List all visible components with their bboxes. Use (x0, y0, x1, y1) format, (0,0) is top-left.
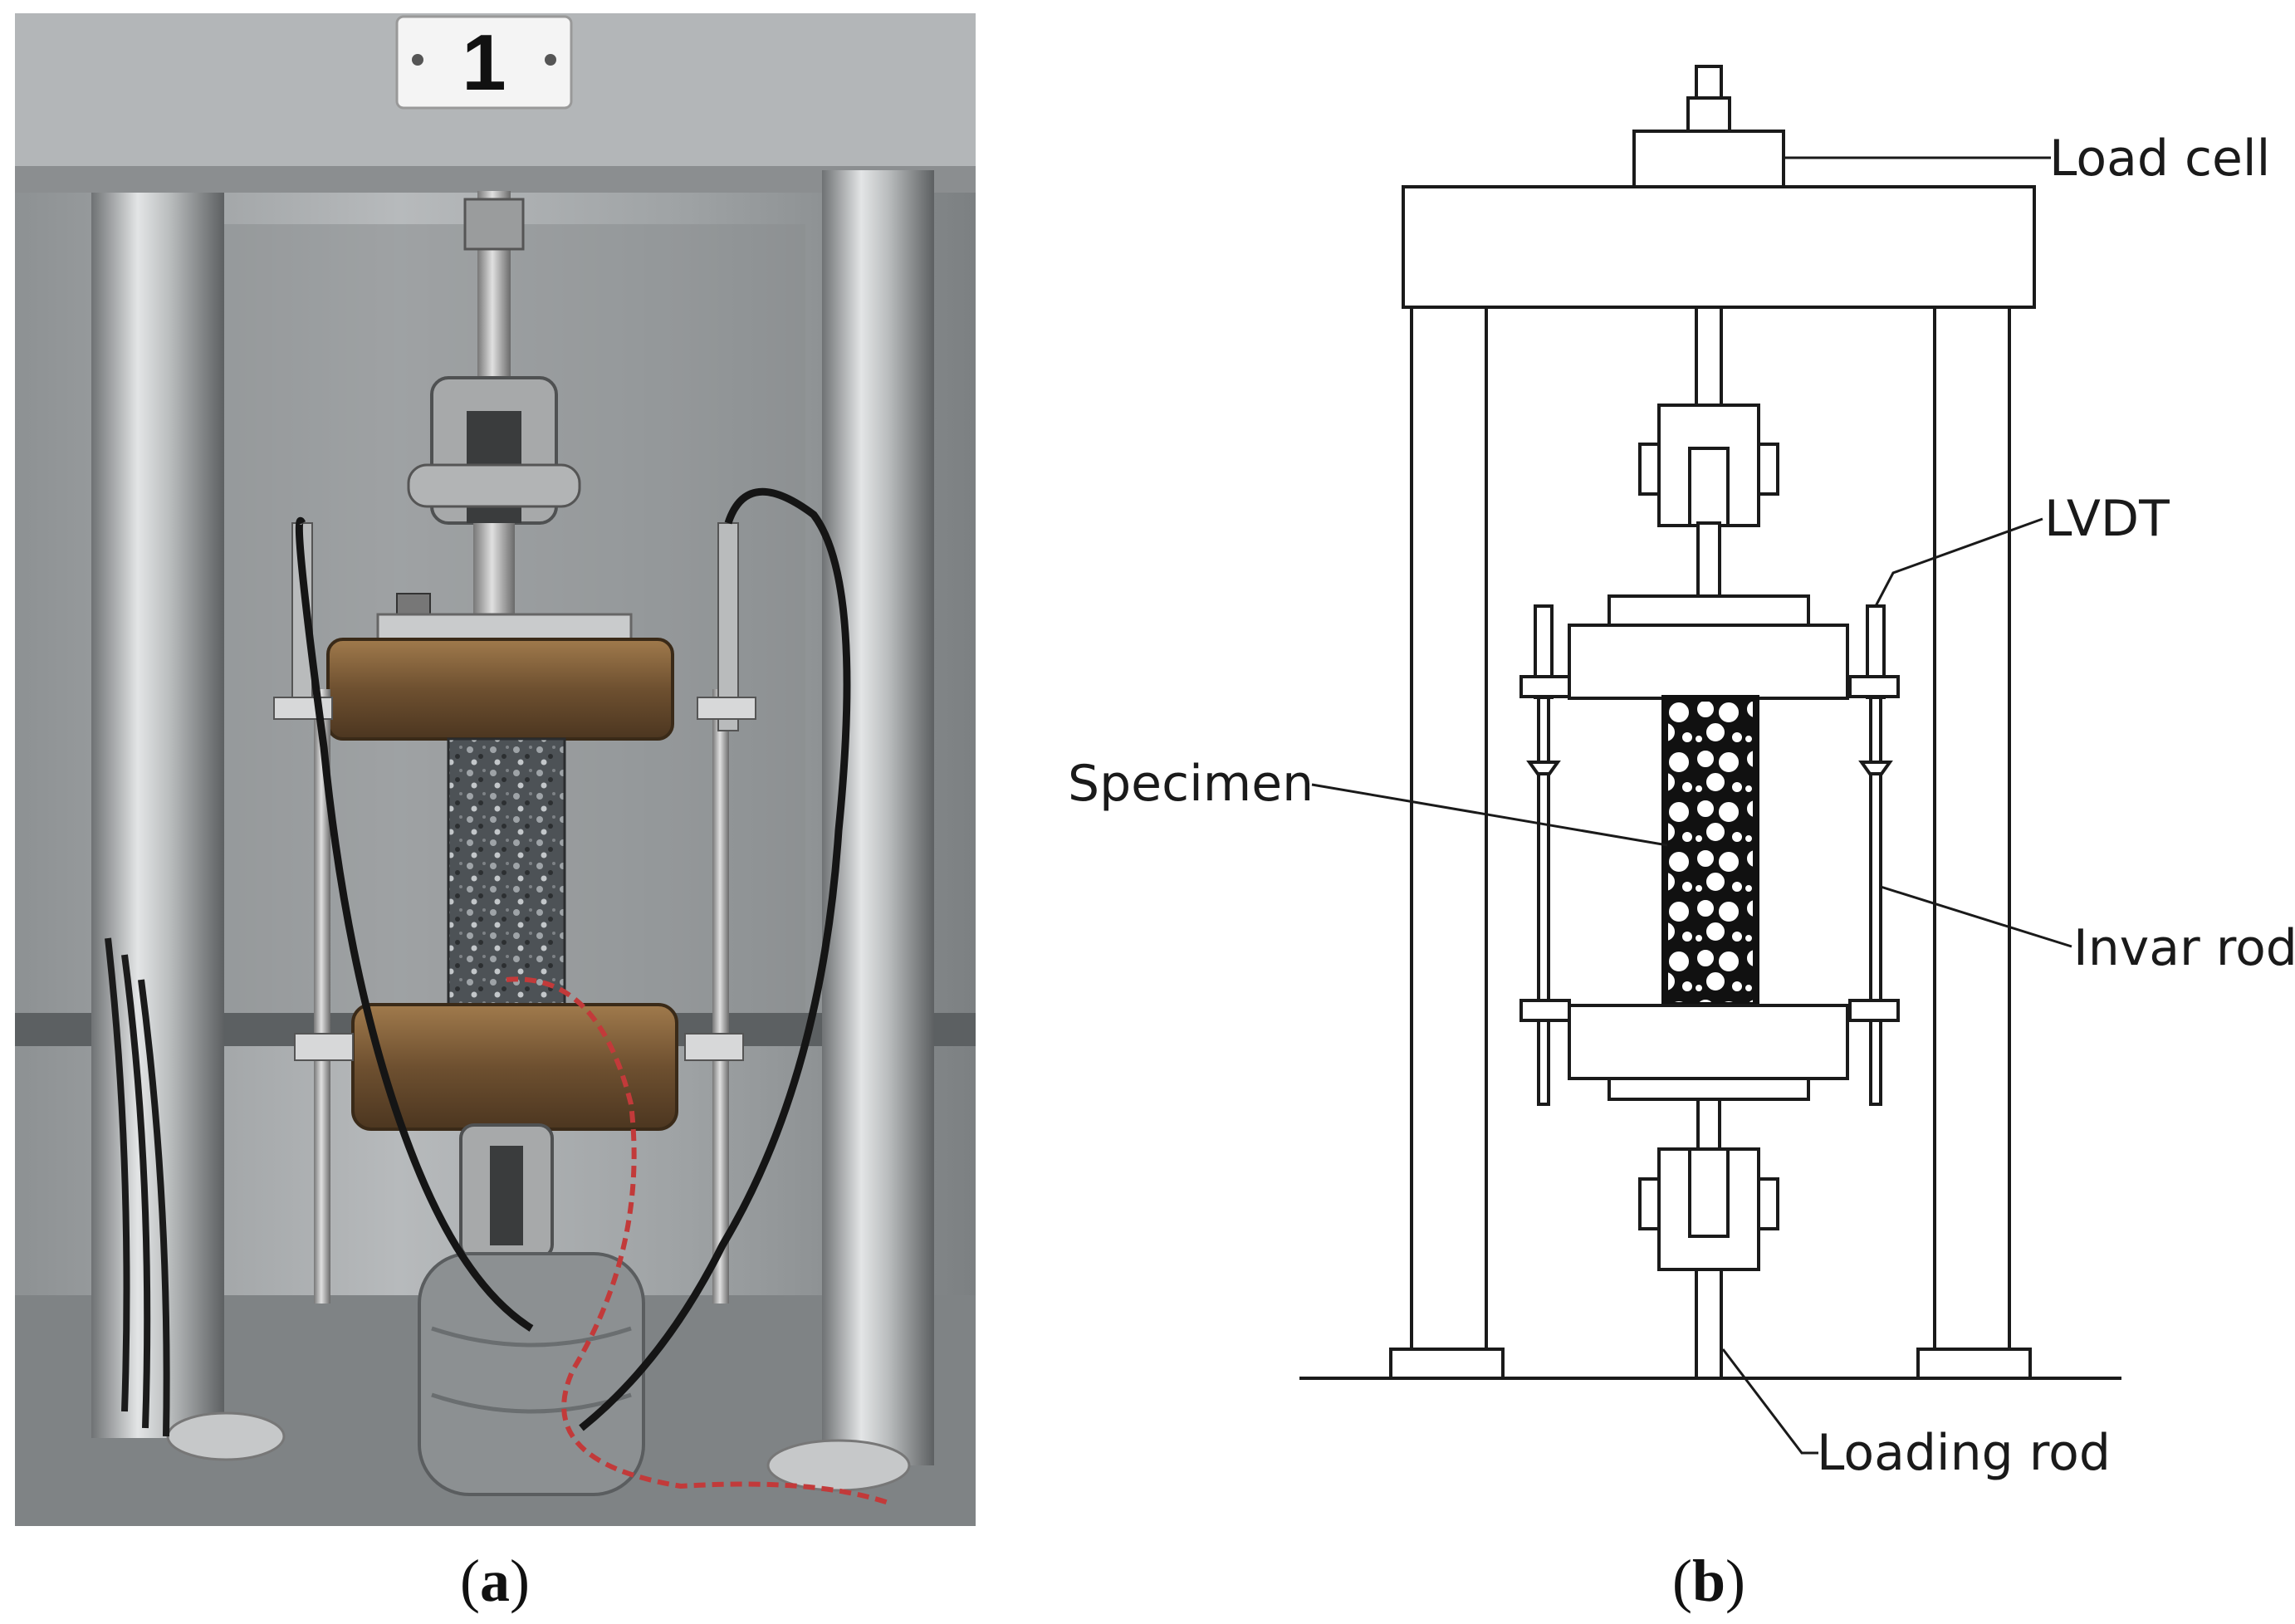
right-column (1933, 306, 2011, 1351)
upper-link (1696, 521, 1721, 598)
plate-screw-icon (545, 54, 556, 66)
left-column (1410, 306, 1488, 1351)
photo-lvdt-right (717, 522, 739, 731)
leader-loading-rod (1721, 1348, 1818, 1455)
caption-a-letter: a (480, 1548, 510, 1614)
leader-invar-rod (1880, 885, 2072, 948)
top-platen (326, 638, 674, 741)
panel-b-schematic (1299, 65, 2121, 1455)
lower-slot (1688, 1147, 1730, 1238)
load-cell-stem (1686, 96, 1731, 133)
crosshead-edge (15, 166, 976, 193)
label-lvdt: LVDT (2044, 490, 2170, 548)
thermocouple-wire (506, 976, 889, 1505)
lvdt-cable-left (295, 516, 534, 1332)
clamp (684, 1033, 744, 1061)
cable-bundle (105, 937, 170, 1437)
left-pillar (91, 193, 224, 1438)
clamp-top-right (1848, 675, 1900, 698)
caption-a: (a) (460, 1548, 530, 1614)
left-foot (1389, 1348, 1505, 1380)
protective-boot (418, 1252, 645, 1496)
load-cell-box (1632, 130, 1785, 188)
leader-lvdt (1874, 517, 2043, 607)
upper-clevis-ear-left (1638, 443, 1661, 496)
top-platen-schematic (1568, 624, 1849, 700)
leader-specimen (1311, 783, 1668, 847)
lower-clevis-ear-right (1757, 1177, 1779, 1230)
clamp-bottom-left (1519, 999, 1571, 1022)
photo-invar-rod-right (712, 689, 729, 1304)
caption-b-letter: b (1692, 1548, 1725, 1614)
lvdt-tip-left (1526, 761, 1561, 775)
upper-nut (463, 198, 525, 251)
upper-rod-schematic (1695, 306, 1723, 407)
panel-a-photo: 1 (15, 13, 976, 1526)
caption-b: (b) (1672, 1548, 1745, 1614)
label-invar-rod: Invar rod (2073, 919, 2295, 977)
upper-clevis-pin (407, 463, 581, 508)
upper-rod-lower (473, 523, 515, 614)
label-loading-rod: Loading rod (1817, 1424, 2111, 1482)
plate-screw-icon (412, 54, 423, 66)
top-crossbeam (1402, 185, 2036, 309)
bottom-platen-cap (1607, 1077, 1810, 1101)
clamp-top-left (1519, 675, 1571, 698)
lvdt-tip-right (1858, 761, 1893, 775)
right-foot (1916, 1348, 2032, 1380)
clamp (294, 1033, 354, 1061)
photo-invar-rod-left (314, 689, 330, 1304)
label-load-cell: Load cell (2049, 130, 2270, 188)
lvdt-cable-right (579, 487, 851, 1431)
specimen (1661, 695, 1759, 1009)
lower-link (1696, 1098, 1721, 1151)
label-specimen: Specimen (1068, 755, 1314, 813)
number-plate (395, 15, 573, 110)
clamp (697, 697, 756, 720)
top-platen-cap (1607, 594, 1810, 627)
loading-rod (1695, 1268, 1723, 1380)
left-pillar-foot (166, 1411, 286, 1461)
upper-clevis-ear-right (1757, 443, 1779, 496)
bottom-platen-schematic (1568, 1004, 1849, 1080)
upper-slot (1688, 447, 1730, 527)
plate-number: 1 (462, 18, 506, 107)
bottom-platen (351, 1003, 678, 1131)
load-cell-cap (1695, 65, 1723, 100)
lower-clevis-ear-left (1638, 1177, 1661, 1230)
clamp-bottom-right (1848, 999, 1900, 1022)
right-pillar-foot (766, 1439, 911, 1492)
lower-clevis-slot (490, 1146, 523, 1245)
